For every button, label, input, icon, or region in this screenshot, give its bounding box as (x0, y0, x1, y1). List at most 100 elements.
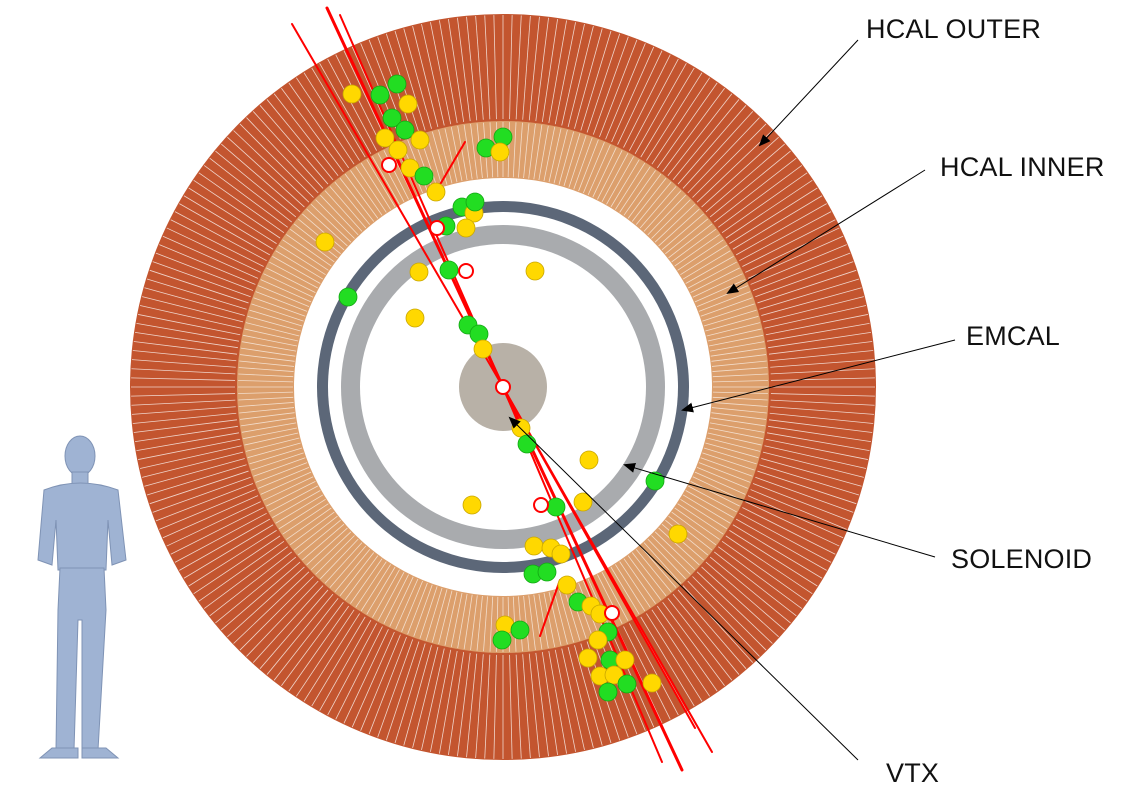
calorimeter-tower-divider (203, 546, 288, 609)
track (437, 141, 466, 189)
calorimeter-tower-divider (535, 652, 549, 757)
yellow-cluster (410, 130, 430, 150)
calorimeter-tower-divider (610, 566, 640, 615)
calorimeter-tower-divider (288, 82, 350, 169)
calorimeter-tower-divider (759, 278, 860, 310)
calorimeter-tower-divider (444, 591, 458, 646)
calorimeter-tower-divider (696, 466, 748, 489)
green-cluster (338, 287, 358, 307)
yellow-cluster (524, 536, 544, 556)
yellow-cluster (473, 339, 493, 359)
calorimeter-tower-divider (295, 77, 355, 165)
calorimeter-tower-divider (656, 605, 718, 692)
calorimeter-tower-divider (528, 16, 540, 121)
calorimeter-tower-divider (700, 297, 753, 317)
green-cluster (617, 674, 637, 694)
yellow-cluster (604, 665, 624, 685)
calorimeter-tower-divider (770, 359, 875, 368)
calorimeter-tower-divider (721, 540, 808, 602)
calorimeter-tower-divider (272, 256, 321, 284)
yellow-cluster (426, 182, 446, 202)
calorimeter-tower-divider (725, 535, 813, 595)
calorimeter-tower-divider (710, 417, 766, 427)
calorimeter-tower-divider (457, 593, 468, 649)
calorimeter-tower-divider (639, 186, 677, 229)
calorimeter-tower-divider (377, 572, 405, 621)
calorimeter-tower-divider (166, 501, 261, 547)
calorimeter-tower-divider (253, 297, 306, 317)
calorimeter-tower-divider (355, 561, 387, 608)
calorimeter-tower-divider (131, 399, 236, 406)
calorimeter-tower-divider (605, 43, 646, 140)
calorimeter-tower-divider (705, 561, 785, 631)
calorimeter-tower-divider (647, 538, 687, 580)
solenoid-label: SOLENOID (951, 544, 1093, 574)
calorimeter-tower-divider (319, 619, 372, 711)
calorimeter-tower-divider (762, 451, 864, 478)
calorimeter-tower-divider (721, 172, 808, 234)
calorimeter-tower-divider (627, 173, 662, 219)
track-hit-marker (429, 220, 445, 236)
emcal-label: EMCAL (966, 321, 1061, 351)
calorimeter-tower-divider (769, 350, 874, 362)
calorimeter-tower-divider (258, 466, 310, 489)
calorimeter-tower-divider (457, 125, 468, 181)
calorimeter-tower-divider (344, 173, 379, 219)
calorimeter-tower-divider (690, 481, 740, 507)
calorimeter-tower-divider (533, 594, 543, 650)
calorimeter-tower-divider (289, 511, 335, 546)
calorimeter-tower-divider (705, 143, 785, 213)
calorimeter-tower-divider (334, 181, 371, 225)
calorimeter-tower-divider (554, 22, 576, 125)
calorimeter-tower-divider (672, 593, 740, 675)
calorimeter-tower-divider (259, 105, 329, 185)
calorimeter-tower-divider (698, 291, 751, 312)
yellow-cluster (588, 630, 608, 650)
calorimeter-tower-divider (240, 347, 296, 357)
calorimeter-tower-divider (136, 432, 240, 451)
calorimeter-tower-divider (611, 46, 655, 143)
green-cluster (598, 682, 618, 702)
calorimeter-tower-divider (553, 129, 568, 184)
calorimeter-tower-divider (430, 22, 452, 125)
calorimeter-tower-divider (709, 150, 791, 218)
calorimeter-tower-divider (421, 648, 445, 751)
calorimeter-tower-divider (142, 296, 244, 323)
calorimeter-tower-divider (238, 373, 294, 378)
calorimeter-tower-divider (193, 179, 281, 239)
calorimeter-tower-divider (705, 442, 759, 459)
label-leader-lines (508, 39, 956, 761)
calorimeter-tower-divider (587, 144, 611, 196)
calorimeter-tower-divider (198, 172, 285, 234)
calorimeter-tower-divider (463, 124, 473, 180)
calorimeter-tower-divider (656, 82, 718, 169)
calorimeter-tower-divider (764, 305, 867, 329)
calorimeter-tower-divider (755, 476, 854, 513)
calorimeter-tower-divider (139, 445, 242, 469)
track-hit-marker (458, 263, 474, 279)
calorimeter-tower-divider (706, 322, 761, 337)
yellow-cluster (405, 308, 425, 328)
calorimeter-tower-divider (241, 422, 297, 433)
calorimeter-tower-divider (493, 654, 497, 759)
calorimeter-tower-divider (747, 235, 844, 279)
calorimeter-tower-divider (606, 156, 634, 205)
calorimeter-tower-divider (707, 328, 762, 342)
hcal-inner-pointer (726, 169, 926, 295)
calorimeter-tower-divider (725, 179, 813, 239)
calorimeter-tower-divider (538, 593, 549, 649)
calorimeter-tower-divider (712, 380, 768, 383)
calorimeter-tower-divider (522, 15, 531, 120)
calorimeter-tower-divider (548, 650, 567, 754)
calorimeter-tower-divider (752, 252, 851, 291)
track-hit-marker (604, 605, 620, 621)
calorimeter-tower-divider (394, 643, 426, 744)
calorimeter-tower-divider (762, 296, 864, 323)
calorimeter-tower-divider (131, 368, 236, 375)
calorimeter-tower-divider (470, 595, 478, 651)
yellow-cluster (409, 262, 429, 282)
track (539, 579, 561, 637)
calorimeter-tower-divider (615, 564, 646, 612)
calorimeter-tower-divider (260, 279, 312, 303)
calorimeter-tower-divider (286, 234, 332, 267)
